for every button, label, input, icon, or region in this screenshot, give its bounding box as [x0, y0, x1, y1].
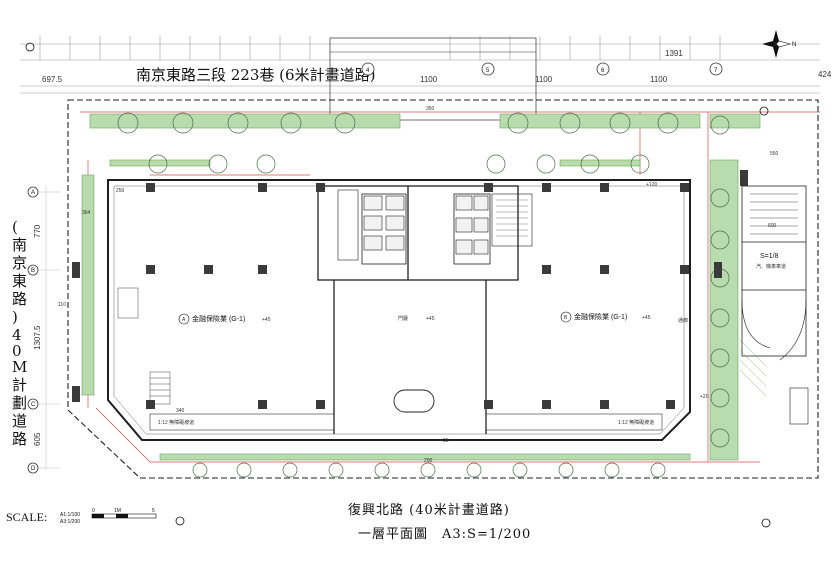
svg-text:0: 0: [92, 508, 95, 514]
building-core: [317, 185, 533, 434]
core-stair: [496, 199, 528, 237]
dim-350: 350: [426, 106, 435, 112]
lobby-entrance: [393, 389, 435, 413]
svg-text:SCALE:: SCALE:: [6, 510, 47, 524]
north-arrow-icon: N: [762, 30, 796, 58]
svg-text:路: 路: [12, 430, 27, 448]
dim-110: 110: [58, 302, 66, 308]
svg-text:金融保險業 (G-1): 金融保險業 (G-1): [192, 314, 245, 323]
dim-1100-c: 1100: [650, 75, 668, 84]
svg-text:路: 路: [12, 290, 27, 308]
dim-1100-a: 1100: [420, 75, 438, 84]
svg-text:A: A: [182, 317, 186, 323]
svg-text:M: M: [12, 358, 27, 376]
svg-text:計: 計: [12, 376, 27, 394]
top-grid-lines: [20, 43, 820, 94]
svg-text:4: 4: [12, 326, 22, 344]
level-20: +20: [700, 394, 709, 400]
svg-text:南: 南: [12, 236, 27, 254]
dim-1391: 1391: [665, 49, 683, 58]
svg-text:0: 0: [12, 342, 22, 360]
ramp-note-left: 1:12 無障礙坡道: [158, 419, 194, 426]
svg-text:6: 6: [601, 68, 605, 74]
svg-text:A1:1/100: A1:1/100: [60, 512, 80, 518]
vehicle-ramp: [741, 185, 809, 425]
side-stair: [117, 287, 171, 405]
svg-text:劃: 劃: [12, 394, 27, 412]
road-name-top: 南京東路三段 223巷 (6米計畫道路): [136, 66, 375, 84]
dim-200: 200: [424, 458, 433, 464]
grid-col-4: 4: [361, 62, 375, 76]
lobby-level: +45: [426, 316, 435, 322]
accessible-ramps: [149, 413, 663, 431]
elevators: [363, 195, 489, 255]
dim-770: 770: [33, 224, 42, 238]
dim-424: 424: [818, 70, 832, 79]
dim-340: 340: [176, 408, 185, 414]
site-boundary: [67, 99, 819, 479]
dim-697: 697.5: [42, 75, 63, 84]
svg-text:東: 東: [12, 272, 27, 290]
svg-text:道: 道: [12, 412, 27, 430]
grid-col-5: 5: [481, 62, 495, 76]
ramp-note-right: 1:12 無障礙坡道: [618, 419, 654, 426]
level-15: +15: [440, 438, 449, 444]
grid-col-7: 7: [709, 62, 723, 76]
zone-a-label: A 金融保險業 (G-1) +45: [178, 313, 271, 325]
dim-600: 600: [768, 223, 777, 229]
svg-text:): ): [12, 308, 18, 326]
dim-250: 250: [116, 188, 125, 194]
svg-text:7: 7: [714, 68, 718, 74]
site-sign-box: [329, 37, 537, 121]
svg-text:4: 4: [366, 68, 370, 74]
svg-text:1M: 1M: [114, 508, 121, 514]
dim-550: 550: [770, 151, 779, 157]
svg-text:C: C: [31, 402, 36, 408]
scale-block: SCALE: A1:1/100 A3:1/200 0 1M 5: [6, 508, 157, 525]
svg-text:B: B: [564, 315, 568, 321]
top-ticks: [39, 36, 721, 60]
ramp-hatch: [739, 339, 767, 397]
svg-text:B: B: [31, 268, 35, 274]
building-outline: [107, 179, 691, 441]
grid-col-6: 6: [596, 62, 610, 76]
svg-text:5: 5: [486, 68, 490, 74]
svg-text:N: N: [792, 42, 796, 48]
dim-1307: 1307.5: [33, 325, 42, 350]
svg-text:(: (: [12, 218, 18, 236]
section-mark-icon: [25, 42, 771, 528]
zone-b-label: B 金融保險業 (G-1) +45: [560, 311, 651, 323]
dim-364: 364: [82, 210, 91, 216]
ramp-slope: S=1/8: [760, 253, 779, 260]
planting-strips: [81, 113, 761, 461]
svg-text:5: 5: [152, 508, 155, 514]
drawing-title: 一層平面圖 A3:S=1/200: [358, 527, 531, 542]
corridor-label: 通廊: [678, 317, 688, 324]
structural-columns: [72, 170, 748, 409]
ramp-label: 汽、機車車道: [756, 263, 786, 270]
dim-1100-b: 1100: [535, 75, 553, 84]
svg-text:+45: +45: [262, 317, 271, 323]
road-name-bottom: 復興北路 (40米計畫道路): [348, 502, 510, 518]
left-road-name: ( 南 京 東 路 ) 4 0 M 計 劃 道 路: [12, 218, 27, 448]
lobby-label: 門廳: [398, 315, 408, 322]
svg-text:金融保險業 (G-1): 金融保險業 (G-1): [574, 312, 627, 321]
svg-text:+45: +45: [642, 315, 651, 321]
street-trees: [117, 112, 730, 478]
level-120: +120: [646, 182, 657, 188]
dim-605: 605: [33, 432, 42, 446]
svg-text:D: D: [31, 466, 36, 472]
svg-text:A3:1/200: A3:1/200: [60, 519, 80, 525]
svg-text:A: A: [31, 190, 35, 196]
svg-text:京: 京: [12, 254, 27, 272]
